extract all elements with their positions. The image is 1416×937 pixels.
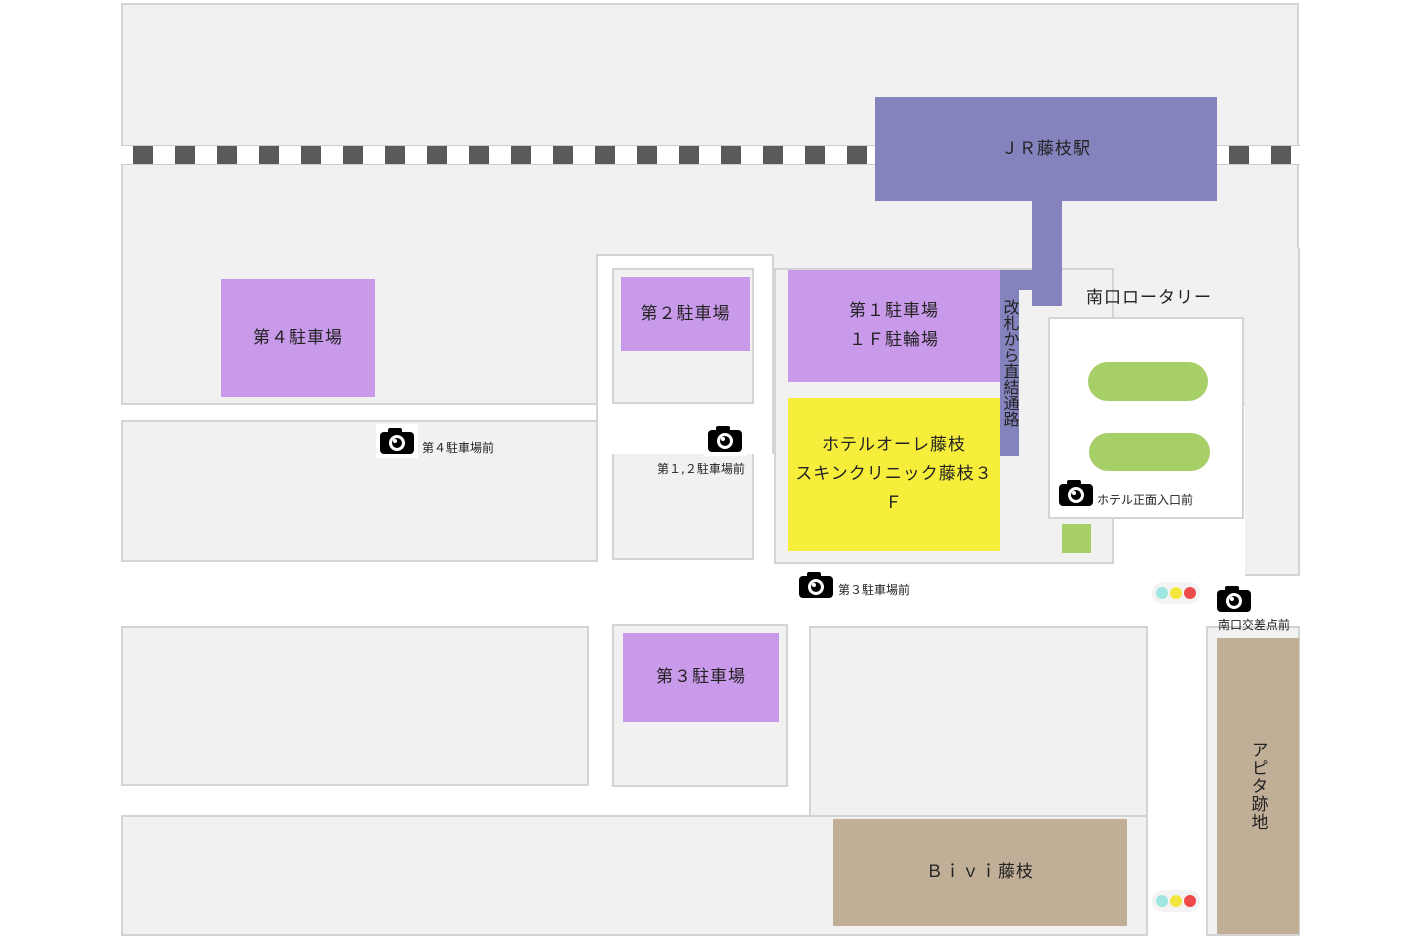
camera-caption-crossing: 南口交差点前 <box>1218 618 1291 632</box>
bivi-fujieda[interactable]: Ｂｉｖｉ藤枝 <box>833 819 1127 926</box>
parking-2-label: 第２駐車場 <box>640 303 731 324</box>
bivi-label: Ｂｉｖｉ藤枝 <box>926 862 1034 882</box>
camera-icon[interactable] <box>1213 582 1255 616</box>
rotary-island-2 <box>1089 433 1210 471</box>
road-east-gap <box>1245 248 1300 576</box>
traffic-light-icon <box>1152 582 1200 604</box>
traffic-light-icon <box>1152 890 1200 912</box>
camera-icon[interactable] <box>704 422 746 456</box>
camera-icon[interactable] <box>1055 476 1097 510</box>
station-label: ＪＲ藤枝駅 <box>1001 138 1091 159</box>
apita-label: アピタ跡地 <box>1247 741 1268 831</box>
hotel-ole-fujieda[interactable]: ホテルオーレ藤枝 スキンクリニック藤枝３Ｆ <box>788 398 1000 551</box>
station-connector <box>1032 200 1062 306</box>
parking-2[interactable]: 第２駐車場 <box>621 277 750 351</box>
parking-3-label: 第３駐車場 <box>656 667 746 687</box>
apita-site[interactable]: アピタ跡地 <box>1217 638 1299 934</box>
parking-4[interactable]: 第４駐車場 <box>221 279 375 397</box>
railway-track-west <box>121 145 875 165</box>
city-block-southwest <box>121 626 589 786</box>
parking-1-label: 第１駐車場 １Ｆ駐輪場 <box>849 301 939 350</box>
rotary-island-1 <box>1088 362 1208 401</box>
railway-track-east <box>1217 145 1300 165</box>
city-block-west <box>121 420 598 562</box>
green-square <box>1062 524 1091 553</box>
camera-caption-p3: 第３駐車場前 <box>838 583 911 597</box>
camera-caption-p12: 第１,２駐車場前 <box>657 462 745 476</box>
camera-caption-hotel: ホテル正面入口前 <box>1097 493 1194 507</box>
passage-label: 改札から直結通路 <box>1000 299 1020 427</box>
jr-fujieda-station[interactable]: ＪＲ藤枝駅 <box>875 97 1217 201</box>
direct-passage[interactable]: 改札から直結通路 <box>1000 270 1020 456</box>
parking-4-label: 第４駐車場 <box>253 327 343 348</box>
camera-caption-p4: 第４駐車場前 <box>422 441 495 455</box>
camera-icon[interactable] <box>795 568 837 602</box>
camera-icon[interactable] <box>376 424 418 458</box>
parking-3[interactable]: 第３駐車場 <box>623 633 779 722</box>
parking-1[interactable]: 第１駐車場 １Ｆ駐輪場 <box>788 270 1000 382</box>
rotary-label: 南口ロータリー <box>1086 288 1212 308</box>
hotel-label: ホテルオーレ藤枝 スキンクリニック藤枝３Ｆ <box>795 435 993 513</box>
